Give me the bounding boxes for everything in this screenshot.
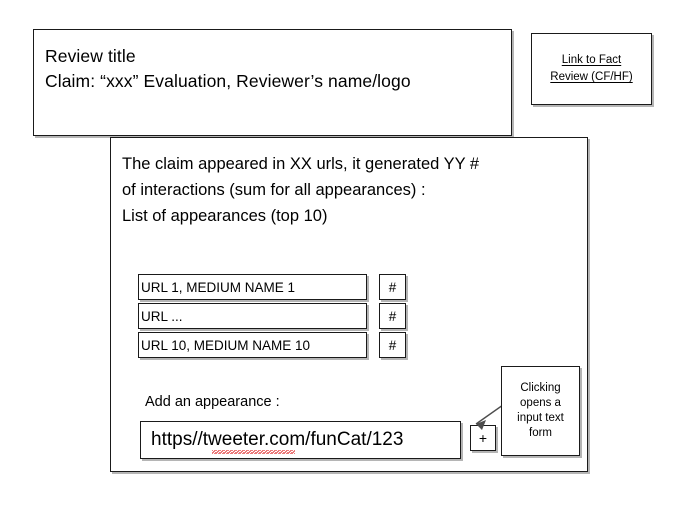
summary-line-3: List of appearances (top 10) — [122, 207, 328, 225]
spellcheck-underline-icon — [212, 450, 295, 454]
appearance-count-text: # — [388, 279, 397, 295]
callout-line-1: Clicking — [520, 382, 561, 394]
appearance-url-field[interactable]: URL 10, MEDIUM NAME 10 — [138, 332, 367, 358]
review-title-card: Review title Claim: “xxx” Evaluation, Re… — [33, 29, 512, 136]
fact-review-link-line-1[interactable]: Link to Fact — [561, 54, 622, 66]
summary-line-1: The claim appeared in XX urls, it genera… — [122, 155, 480, 173]
appearance-count-box[interactable]: # — [379, 274, 406, 300]
appearances-panel: The claim appeared in XX urls, it genera… — [110, 137, 588, 472]
add-appearance-input-value: https//tweeter.com/funCat/123 — [151, 429, 404, 450]
appearance-url-field[interactable]: URL 1, MEDIUM NAME 1 — [138, 274, 367, 300]
appearance-count-box[interactable]: # — [379, 303, 406, 329]
callout-line-3: input text — [517, 412, 564, 424]
appearance-list: URL 1, MEDIUM NAME 1 # URL ... # URL 10,… — [138, 274, 433, 361]
add-appearance-button[interactable]: + — [470, 425, 496, 451]
appearance-url-text: URL ... — [141, 308, 183, 324]
appearance-url-text: URL 10, MEDIUM NAME 10 — [141, 337, 311, 353]
appearance-count-text: # — [388, 337, 397, 353]
list-item: URL ... # — [138, 303, 433, 329]
appearance-count-box[interactable]: # — [379, 332, 406, 358]
annotation-callout: Clicking opens a input text form — [501, 366, 580, 456]
claim-summary: The claim appeared in XX urls, it genera… — [122, 151, 577, 229]
add-appearance-label: Add an appearance : — [145, 394, 280, 410]
add-appearance-input[interactable]: https//tweeter.com/funCat/123 — [140, 421, 461, 459]
list-item: URL 10, MEDIUM NAME 10 # — [138, 332, 433, 358]
fact-review-link-card[interactable]: Link to Fact Review (CF/HF) — [531, 33, 652, 105]
appearance-url-text: URL 1, MEDIUM NAME 1 — [141, 279, 296, 295]
callout-line-2: opens a — [520, 397, 561, 409]
claim-subtitle: Claim: “xxx” Evaluation, Reviewer’s name… — [45, 71, 411, 91]
appearance-url-field[interactable]: URL ... — [138, 303, 367, 329]
list-item: URL 1, MEDIUM NAME 1 # — [138, 274, 433, 300]
page-title: Review title — [45, 46, 136, 66]
summary-line-2: of interactions (sum for all appearances… — [122, 181, 426, 199]
appearance-count-text: # — [388, 308, 397, 324]
plus-icon: + — [478, 430, 488, 446]
callout-line-4: form — [529, 427, 552, 439]
fact-review-link-line-2[interactable]: Review (CF/HF) — [550, 71, 633, 83]
